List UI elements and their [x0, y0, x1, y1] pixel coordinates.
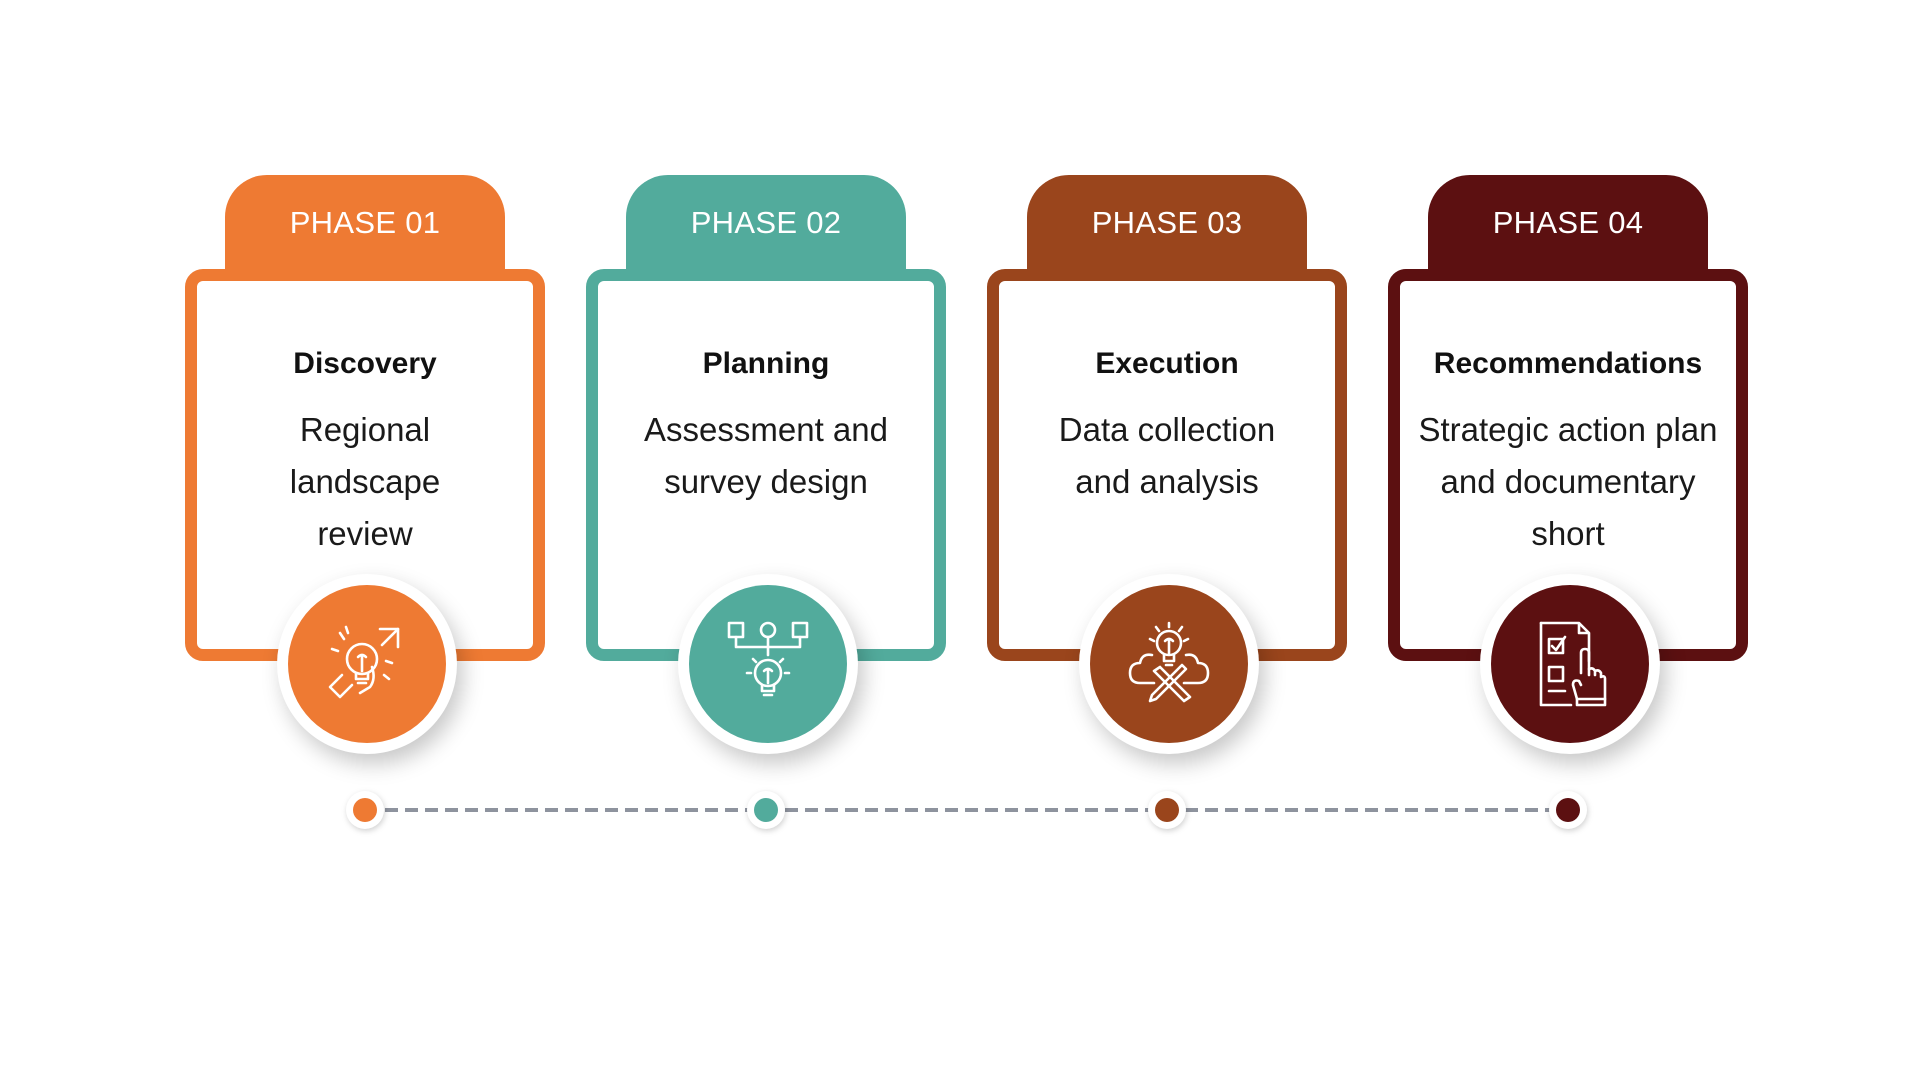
checklist-hand-icon [1539, 621, 1607, 707]
phase-02-icon-badge [678, 574, 858, 754]
phase-02-description: Assessment and survey design [644, 411, 888, 500]
phase-02-title: Planning [702, 347, 830, 380]
lightbulb-growth-arrow-icon [328, 625, 400, 699]
cloud-lightbulb-tools-icon [1128, 621, 1210, 703]
phase-03-description: Data collection and analysis [1058, 411, 1276, 500]
phase-04-description: Strategic action plan and documentary sh… [1418, 411, 1718, 552]
timeline-dot-04 [1549, 791, 1587, 829]
phase-01-title: Discovery [293, 347, 437, 380]
phase-03: PHASE 03 Execution Data collection and a… [987, 175, 1347, 765]
phase-01-tab: PHASE 01 [225, 175, 505, 275]
phase-03-title: Execution [1095, 347, 1239, 380]
timeline-dot-02 [747, 791, 785, 829]
phase-01-description: Regional landscape review [289, 411, 441, 552]
phase-02-tab: PHASE 02 [626, 175, 906, 275]
phase-03-tab: PHASE 03 [1027, 175, 1307, 275]
phase-03-icon-badge [1079, 574, 1259, 754]
timeline-dot-01 [346, 791, 384, 829]
phase-01-icon-badge [277, 574, 457, 754]
phase-04-title: Recommendations [1433, 347, 1703, 380]
phase-04-icon-badge [1480, 574, 1660, 754]
lightbulb-flowchart-icon [727, 621, 809, 697]
phase-04-tab: PHASE 04 [1428, 175, 1708, 275]
phase-01: PHASE 01 Discovery Regional landscape re… [185, 175, 545, 765]
timeline-dot-03 [1148, 791, 1186, 829]
phase-04: PHASE 04 Recommendations Strategic actio… [1388, 175, 1748, 765]
phase-02: PHASE 02 Planning Assessment and survey … [586, 175, 946, 765]
